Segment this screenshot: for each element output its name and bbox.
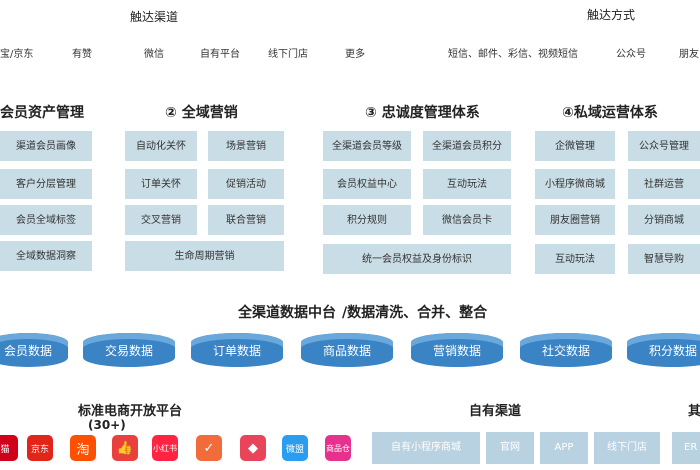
method-item: 公众号 — [616, 49, 646, 60]
benefit-center-box: 会员权益中心 — [323, 169, 411, 199]
wecom-box: 企微管理 — [535, 131, 615, 161]
points-rule-box: 积分规则 — [323, 205, 411, 235]
member-tags-box: 会员全域标签 — [0, 205, 92, 235]
xiaohongshu-icon: 小红书 — [152, 435, 178, 461]
official-site-box: 官网 — [486, 432, 534, 464]
official-account-box: 公众号管理 — [628, 131, 700, 161]
member-level-box: 全渠道会员等级 — [323, 131, 411, 161]
product-data-cylinder: 商品数据 — [301, 333, 393, 367]
section-title-omni-marketing: ② 全域营销 — [165, 105, 238, 121]
promo-box: 促销活动 — [208, 169, 284, 199]
channel-item: 微信 — [144, 49, 164, 60]
methods-header: 触达方式 — [587, 8, 636, 22]
shop-icon: 商品仓 — [325, 435, 351, 461]
section-title-private-domain: ④私域运营体系 — [562, 105, 658, 121]
channel-item: 更多 — [345, 49, 365, 60]
order-data-cylinder: 订单数据 — [191, 333, 283, 367]
ecommerce-platform-title: 标准电商开放平台 — [78, 404, 183, 419]
community-box: 社群运营 — [628, 169, 700, 199]
points-data-cylinder: 积分数据 — [627, 333, 700, 367]
app-box: APP — [540, 432, 588, 464]
taobao-icon: 淘 — [70, 435, 96, 461]
method-item: 短信、邮件、彩信、视频短信 — [448, 49, 578, 60]
other-channel-title: 其 — [688, 404, 700, 419]
channels-header: 触达渠道 — [130, 10, 179, 24]
weidian-icon: 微盟 — [282, 435, 308, 461]
wechat-card-box: 微信会员卡 — [423, 205, 511, 235]
bag-icon: ✓ — [196, 435, 222, 461]
interaction-box: 互动玩法 — [423, 169, 511, 199]
member-points-box: 全渠道会员积分 — [423, 131, 511, 161]
own-channel-title: 自有渠道 — [469, 404, 522, 419]
member-data-cylinder: 会员数据 — [0, 333, 68, 367]
jd-icon: 京东 — [27, 435, 53, 461]
interaction-play-box: 互动玩法 — [535, 244, 615, 274]
platform-count: (30+) — [88, 418, 126, 432]
distribution-box: 分销商城 — [628, 205, 700, 235]
channel-item: 自有平台 — [200, 49, 240, 60]
channel-item: 宝/京东 — [0, 49, 34, 60]
data-platform-title: 全渠道数据中台/数据清洗、合并、整合 — [238, 305, 488, 321]
member-portrait-box: 渠道会员画像 — [0, 131, 92, 161]
cross-marketing-box: 交叉营销 — [125, 205, 197, 235]
channel-item: 线下门店 — [268, 49, 308, 60]
section-title-loyalty: ③ 忠诚度管理体系 — [365, 105, 480, 121]
scene-marketing-box: 场景营销 — [208, 131, 284, 161]
smart-guide-box: 智慧导购 — [628, 244, 700, 274]
marketing-data-cylinder: 营销数据 — [411, 333, 503, 367]
grid-icon: ◆ — [240, 435, 266, 461]
channel-item: 有赞 — [72, 49, 92, 60]
moments-box: 朋友圈营销 — [535, 205, 615, 235]
mini-mall-box: 小程序微商城 — [535, 169, 615, 199]
unified-identity-box: 统一会员权益及身份标识 — [323, 244, 511, 274]
customer-tier-box: 客户分层管理 — [0, 169, 92, 199]
lifecycle-box: 生命周期营销 — [125, 241, 284, 271]
method-item: 朋友 — [679, 49, 699, 60]
erp-box: ER — [672, 432, 700, 464]
own-mini-mall-box: 自有小程序商城 — [372, 432, 480, 464]
auto-care-box: 自动化关怀 — [125, 131, 197, 161]
data-insight-box: 全域数据洞察 — [0, 241, 92, 271]
social-data-cylinder: 社交数据 — [520, 333, 612, 367]
joint-marketing-box: 联合营销 — [208, 205, 284, 235]
order-care-box: 订单关怀 — [125, 169, 197, 199]
offline-store-box: 线下门店 — [594, 432, 660, 464]
tmall-icon: 猫 — [0, 435, 18, 461]
thumb-icon: 👍 — [112, 435, 138, 461]
section-title-member-assets: 会员资产管理 — [0, 105, 84, 121]
trade-data-cylinder: 交易数据 — [83, 333, 175, 367]
